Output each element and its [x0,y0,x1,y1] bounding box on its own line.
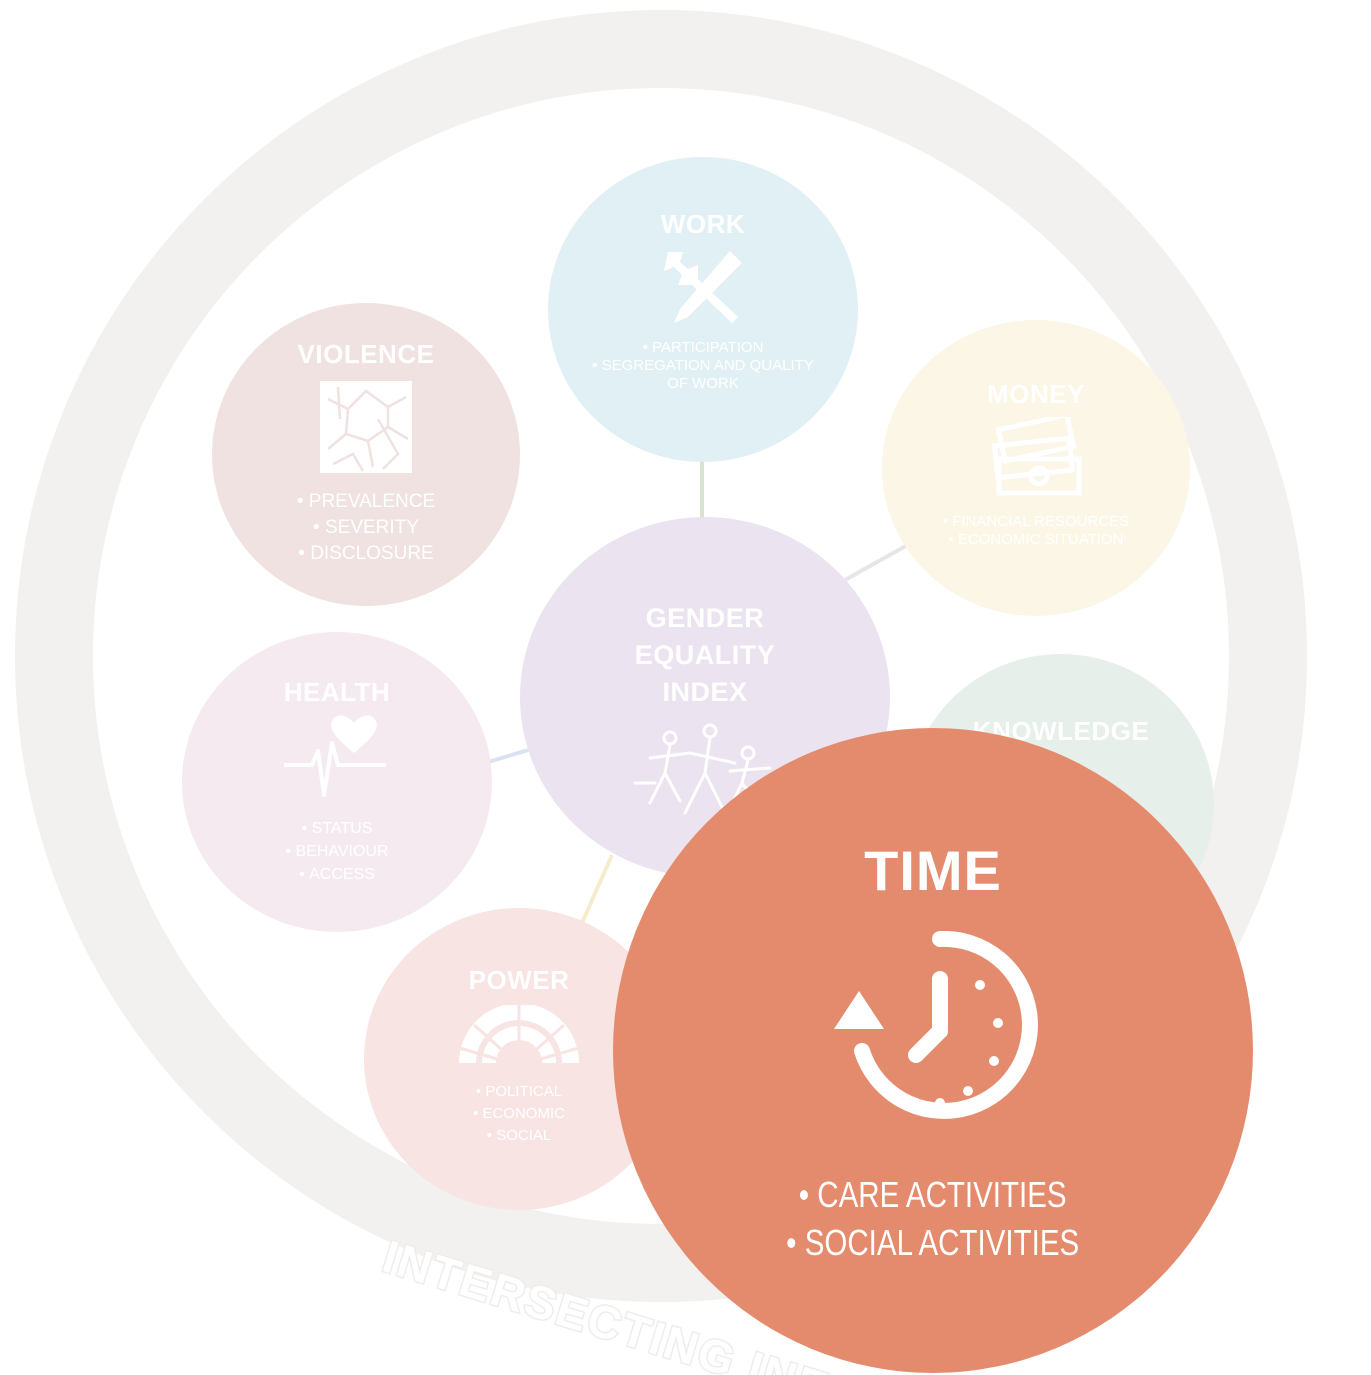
health-bullet-3: ACCESS [285,863,388,886]
heartbeat-icon [284,715,386,798]
work-bullet-3: OF WORK [667,375,739,393]
money-bullets: FINANCIAL RESOURCES ECONOMIC SITUATION [943,513,1129,549]
health-bullets: STATUS BEHAVIOUR ACCESS [285,817,388,886]
money-bullet-2: ECONOMIC SITUATION [943,531,1129,549]
money-node: MONEY FINANCIAL RESOURCES ECONOMIC SITUA… [882,320,1190,616]
time-bullets: CARE ACTIVITIES SOCIAL ACTIVITIES [786,1171,1080,1267]
money-bullet-1: FINANCIAL RESOURCES [943,513,1129,531]
power-bullet-2: ECONOMIC [473,1103,565,1125]
work-title: WORK [660,209,746,239]
health-title: HEALTH [283,677,391,707]
work-bullets: PARTICIPATION SEGREGATION AND QUALITY OF… [592,339,814,393]
power-title: POWER [468,965,570,995]
work-bullet-1: PARTICIPATION [592,339,814,357]
power-bullet-1: POLITICAL [473,1081,565,1103]
power-bullet-3: SOCIAL [473,1125,565,1147]
health-bullet-1: STATUS [285,817,388,840]
center-title-line-2: EQUALITY [634,640,776,670]
time-bullet-2: SOCIAL ACTIVITIES [786,1219,1080,1267]
health-bullet-2: BEHAVIOUR [285,840,388,863]
work-bullet-2: SEGREGATION AND QUALITY [592,357,814,375]
center-title-line-1: GENDER [645,603,765,633]
parliament-icon [455,1005,583,1064]
violence-bullet-3: DISCLOSURE [297,541,435,567]
violence-bullets: PREVALENCE SEVERITY DISCLOSURE [297,489,435,567]
health-node: HEALTH STATUS BEHAVIOUR ACCESS [182,632,492,932]
money-title: MONEY [987,379,1085,409]
cracked-square-icon [320,381,412,474]
wrench-pencil-icon [664,251,742,324]
time-title: TIME [864,839,1002,902]
violence-bullet-1: PREVALENCE [297,489,435,515]
banknotes-icon [991,417,1082,496]
work-node: WORK PARTICIPATION SEGREGATION AND QUALI… [548,157,858,462]
time-bullet-1: CARE ACTIVITIES [786,1171,1079,1219]
power-bullets: POLITICAL ECONOMIC SOCIAL [473,1081,565,1147]
clock-history-icon [834,930,1038,1119]
center-title-line-3: INDEX [662,677,748,707]
time-node[interactable]: TIME CARE ACTIVITIES SOCIAL ACTIVITIES [613,728,1253,1373]
violence-title: VIOLENCE [297,339,435,369]
violence-bullet-2: SEVERITY [297,515,435,541]
connector-power [576,854,614,933]
violence-node: VIOLENCE PREVALENCE SEVERITY DISCLOSURE [212,303,520,606]
center-title: GENDER EQUALITY INDEX [635,600,776,711]
